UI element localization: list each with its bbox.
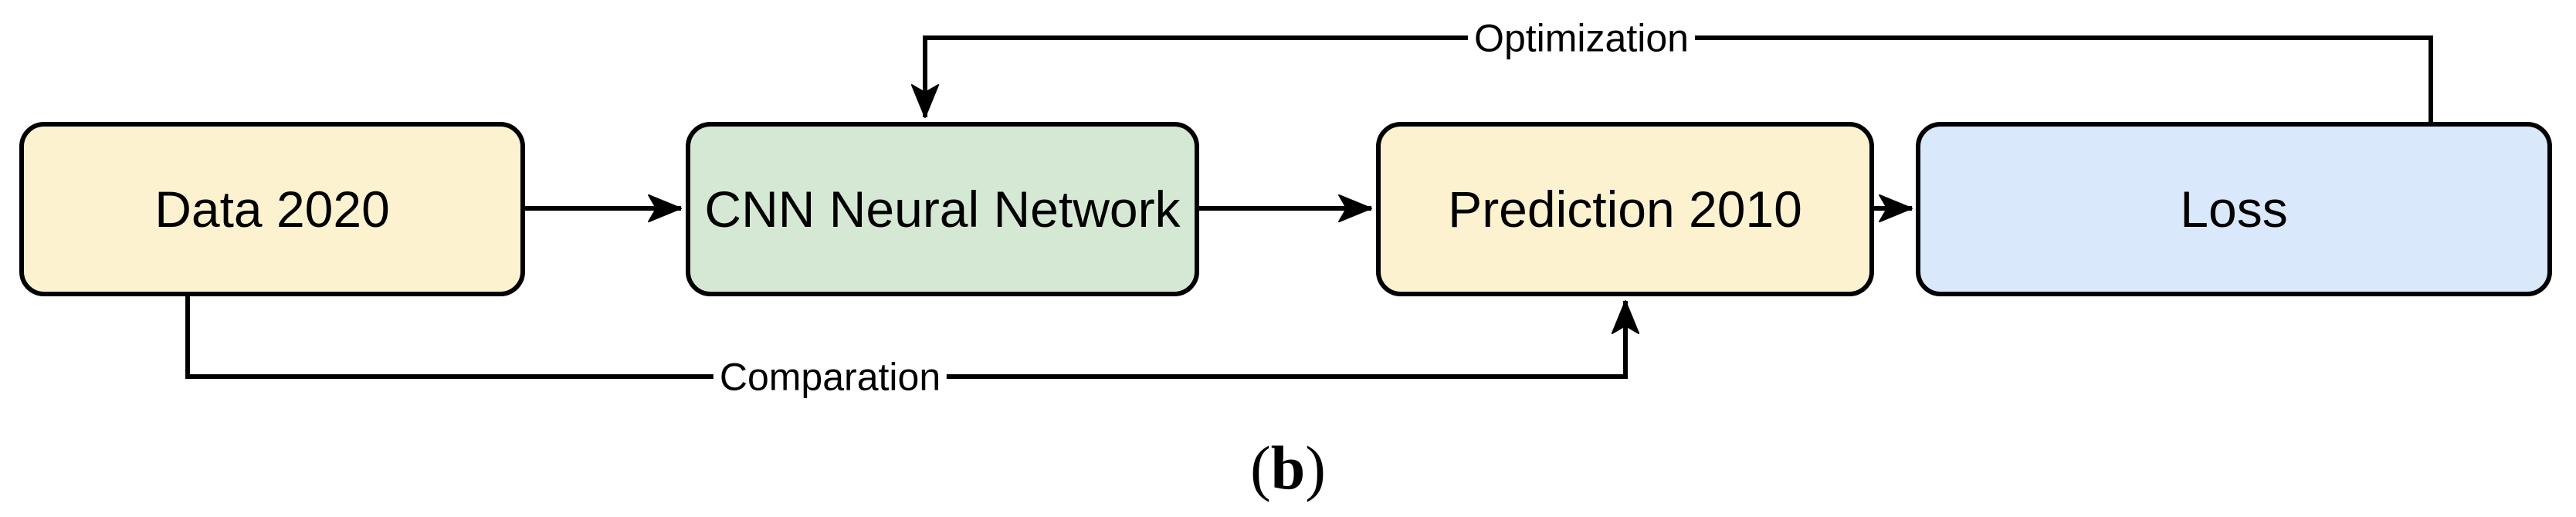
- node-loss-label: Loss: [2180, 181, 2288, 238]
- node-prediction-2010-label: Prediction 2010: [1448, 181, 1802, 238]
- node-prediction-2010: Prediction 2010: [1376, 122, 1874, 296]
- node-cnn-neural-network: CNN Neural Network: [686, 122, 1199, 296]
- node-data-2020-label: Data 2020: [154, 181, 390, 238]
- node-loss: Loss: [1916, 122, 2552, 296]
- figure-caption-letter: b: [1270, 434, 1306, 503]
- figure-caption-close-paren: ): [1305, 434, 1326, 503]
- node-cnn-neural-network-label: CNN Neural Network: [704, 181, 1181, 238]
- figure-caption: (b): [1250, 434, 1326, 505]
- node-data-2020: Data 2020: [19, 122, 525, 296]
- edge-label-comparation: Comparation: [713, 353, 947, 401]
- figure-caption-open-paren: (: [1250, 434, 1271, 503]
- edge-label-optimization: Optimization: [1468, 15, 1695, 63]
